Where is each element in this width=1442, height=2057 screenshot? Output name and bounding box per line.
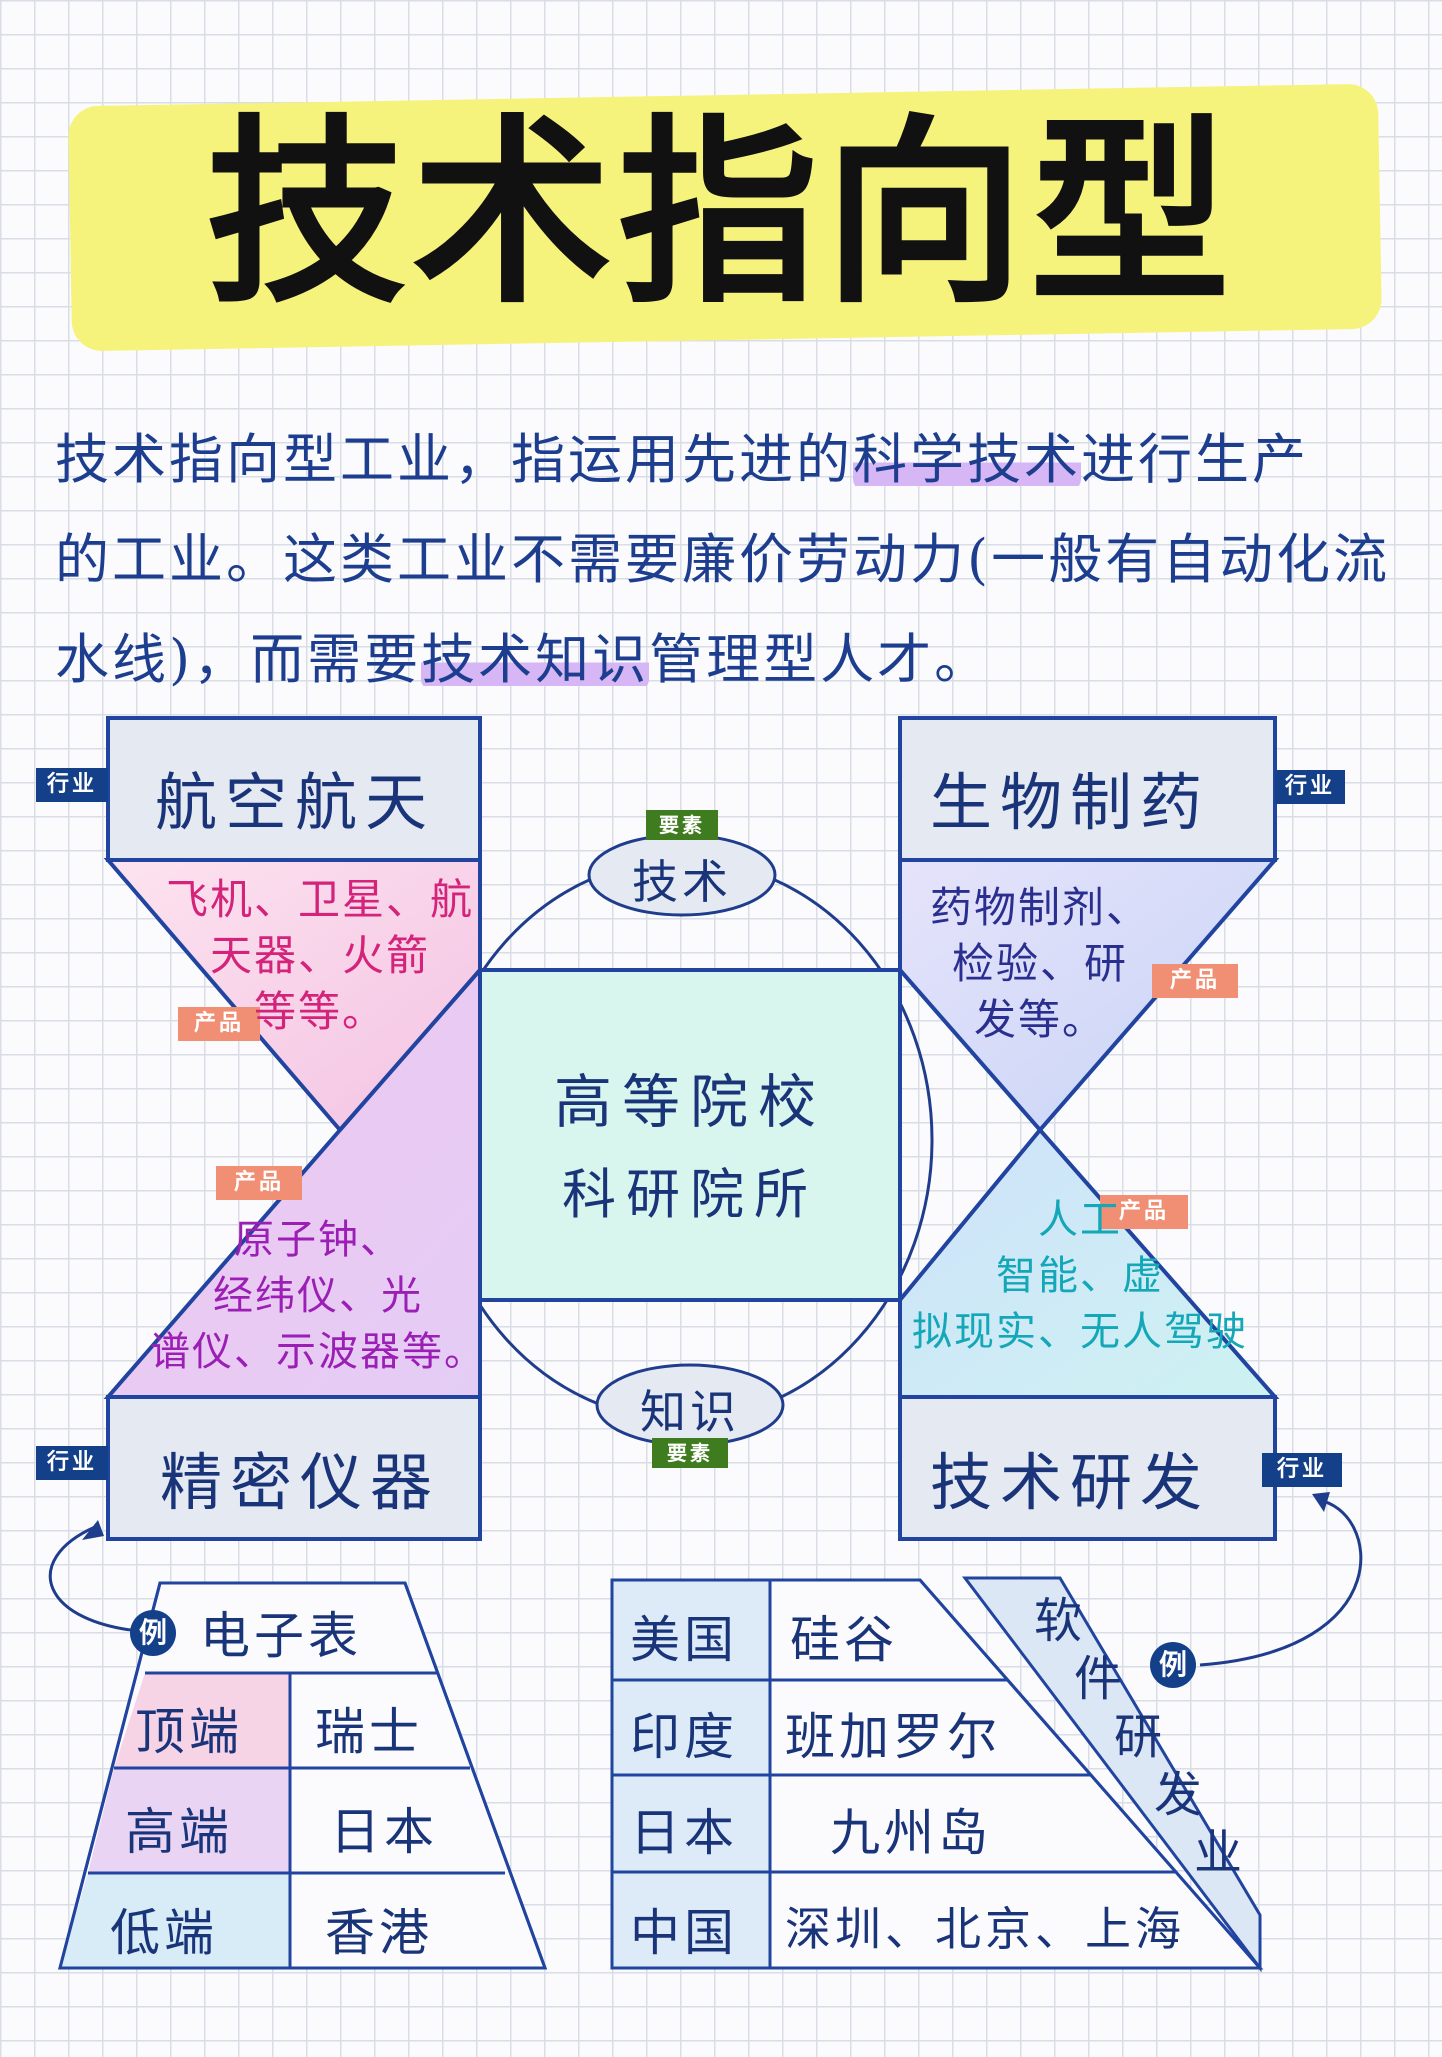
watch-table-header: 电子表 (200, 1607, 362, 1665)
arrow-left-head (82, 1520, 104, 1540)
watch-row-fill-top (114, 1673, 290, 1768)
product-line: 经纬仪、光 (213, 1273, 423, 1319)
example-badge-right: 例 (1150, 1642, 1196, 1688)
industry-box-bottom-left (106, 1395, 482, 1541)
software-country-1: 美国 (630, 1611, 738, 1669)
intro-highlight-tech: 科学技术 (853, 428, 1081, 491)
software-side-char-1: 软 (1033, 1593, 1082, 1649)
industry-label-top-right: 生物制药 (929, 766, 1210, 839)
intro-line-3-post: 管理型人才。 (649, 628, 992, 691)
industry-box-bottom-right (898, 1395, 1277, 1541)
intro-highlight-knowledge: 技术知识 (421, 628, 650, 691)
center-line-2: 科研院所 (562, 1163, 818, 1226)
software-country-4: 中国 (630, 1904, 738, 1962)
industry-tag-top-left: 行业 (36, 768, 108, 802)
software-country-2: 印度 (630, 1708, 738, 1766)
software-side-char-3: 研 (1113, 1709, 1162, 1765)
industry-tag-top-right: 行业 (1275, 770, 1345, 804)
product-text-top-right: 药物制剂、 检验、研 发等。 (905, 880, 1175, 1048)
industry-tag-bottom-right: 行业 (1262, 1453, 1342, 1487)
industry-label-bottom-left: 精密仪器 (159, 1446, 440, 1519)
page-title: 技术指向型 (205, 98, 1236, 331)
product-tag-bottom-right: 产品 (1100, 1195, 1188, 1229)
element-label-top: 技术 (632, 855, 732, 909)
intro-line-1-post: 进行生产 (1081, 428, 1309, 491)
intro-line-1-pre: 技术指向型工业，指运用先进的 (55, 428, 853, 491)
product-text-bottom-left: 原子钟、 经纬仪、光 谱仪、示波器等。 (148, 1212, 488, 1380)
industry-label-bottom-right: 技术研发 (929, 1446, 1210, 1519)
product-line: 天器、火箭 (209, 931, 430, 980)
product-line: 飞机、卫星、航 (165, 875, 474, 924)
software-side-strip (961, 1576, 1262, 1973)
product-line: 检验、研 (951, 939, 1128, 988)
element-label-bottom: 知识 (640, 1385, 740, 1439)
product-line: 人工 (1038, 1197, 1122, 1243)
industry-box-top-left (106, 716, 482, 862)
watch-place-low: 香港 (325, 1904, 433, 1962)
product-line: 谱仪、示波器等。 (150, 1329, 486, 1375)
industry-label-top-left: 航空航天 (154, 766, 435, 839)
arrow-left (48, 1525, 151, 1634)
product-line: 药物制剂、 (929, 883, 1150, 932)
product-line: 发等。 (973, 995, 1106, 1044)
watch-place-top: 瑞士 (315, 1703, 423, 1761)
arrow-right-head (1312, 1492, 1330, 1512)
industry-box-top-right (898, 716, 1277, 862)
element-tag-top: 要素 (646, 810, 718, 840)
software-place-4: 深圳、北京、上海 (785, 1902, 1185, 1956)
intro-line-2: 的工业。这类工业不需要廉价劳动力(一般有自动化流 (55, 528, 1391, 591)
product-text-top-left: 飞机、卫星、航 天器、火箭 等等。 (160, 872, 480, 1040)
product-tag-bottom-left: 产品 (216, 1166, 302, 1200)
watch-row-fill-high (88, 1768, 290, 1873)
watch-place-high: 日本 (330, 1803, 438, 1861)
watch-row-fill-low (60, 1873, 290, 1968)
software-side-char-4: 发 (1153, 1767, 1202, 1823)
software-side-char-2: 件 (1073, 1651, 1122, 1707)
product-line: 智能、虚 (996, 1253, 1164, 1299)
industry-tag-bottom-left: 行业 (36, 1446, 108, 1480)
watch-tier-low: 低端 (110, 1904, 218, 1962)
element-tag-bottom: 要素 (652, 1438, 728, 1468)
software-place-2: 班加罗尔 (785, 1708, 1001, 1766)
intro-line-3-pre: 水线)，而需要 (55, 628, 422, 691)
watch-tier-high: 高端 (125, 1803, 233, 1861)
software-place-3: 九州岛 (830, 1804, 992, 1862)
intro-line-1: 技术指向型工业，指运用先进的科学技术进行生产 (55, 425, 1309, 495)
product-line: 原子钟、 (234, 1217, 402, 1263)
intro-line-3: 水线)，而需要技术知识管理型人才。 (55, 625, 991, 695)
software-place-1: 硅谷 (790, 1611, 898, 1669)
product-tag-top-right: 产品 (1152, 964, 1238, 998)
product-text-bottom-right: 人工 智能、虚 拟现实、无人驾驶 (895, 1192, 1265, 1360)
product-region-bottom-right (898, 1126, 1280, 1399)
product-line: 等等。 (253, 987, 386, 1036)
center-box (478, 968, 902, 1302)
software-country-3: 日本 (630, 1804, 738, 1862)
arrow-right (1199, 1498, 1363, 1667)
software-side-char-5: 业 (1193, 1825, 1242, 1881)
product-tag-top-left: 产品 (178, 1007, 260, 1041)
product-line: 拟现实、无人驾驶 (912, 1309, 1248, 1355)
watch-tier-top: 顶端 (135, 1703, 243, 1761)
center-line-1: 高等院校 (553, 1068, 826, 1136)
example-badge-left: 例 (130, 1610, 176, 1656)
